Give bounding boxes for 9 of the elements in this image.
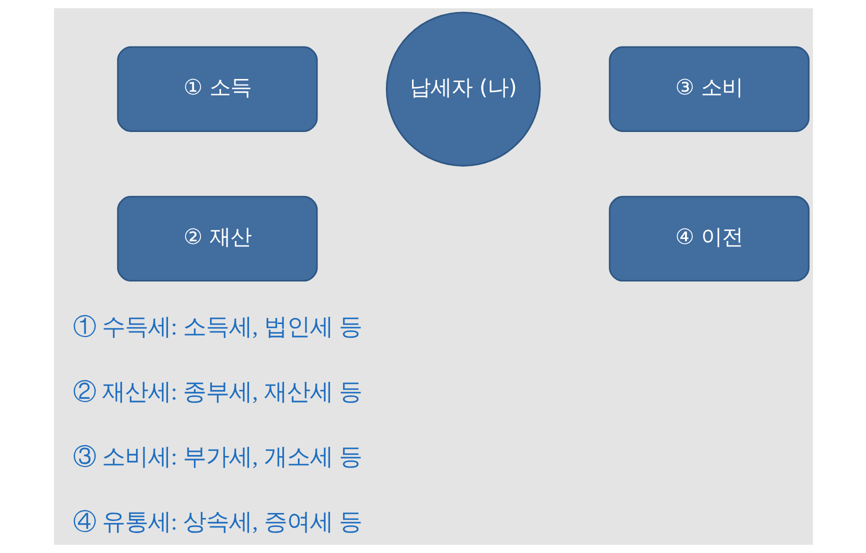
node-box: ④ 이전 <box>608 196 810 282</box>
node-box: ① 소득 <box>116 46 318 132</box>
label: ③ 소비세: 부가세, 개소세 등 <box>72 444 362 470</box>
node-box: ③ 소비 <box>608 46 810 132</box>
label: ④ 유통세: 상속세, 증여세 등 <box>72 509 362 536</box>
node-box: ② 재산 <box>116 196 318 282</box>
label: ① 수득세: 소득세, 법인세 등 <box>72 314 362 341</box>
label: ② 재산세: 종부세, 재산세 등 <box>72 380 362 406</box>
node-circle: 납세자 (나) <box>385 12 540 167</box>
